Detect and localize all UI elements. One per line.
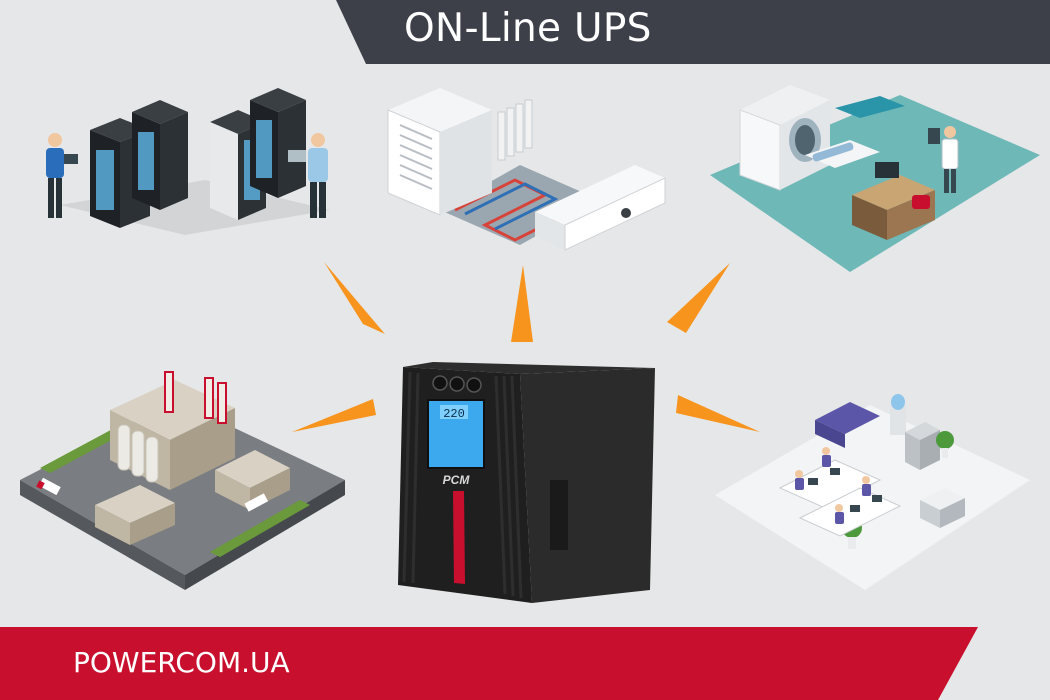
factory-icon: [20, 371, 345, 590]
arrow-to-server-room-icon: [324, 262, 385, 334]
arrow-to-hvac-icon: [511, 265, 533, 342]
ups-unit: 220 PCM: [398, 362, 655, 603]
header-bar: [336, 0, 1050, 64]
arrow-to-factory-icon: [292, 399, 376, 432]
footer-bar: [0, 627, 978, 700]
ups-display: 220: [443, 407, 465, 421]
arrow-to-medical-icon: [667, 263, 730, 333]
site-link[interactable]: POWERCOM.UA: [73, 646, 290, 679]
hvac-heating-icon: [387, 88, 666, 251]
page-title: ON-Line UPS: [404, 6, 652, 51]
ups-logo: PCM: [443, 473, 471, 487]
server-room-icon: [46, 88, 330, 235]
arrows: [292, 262, 760, 432]
medical-mri-icon: [710, 85, 1040, 272]
arrow-to-office-icon: [676, 395, 760, 432]
office-icon: [715, 394, 1030, 590]
